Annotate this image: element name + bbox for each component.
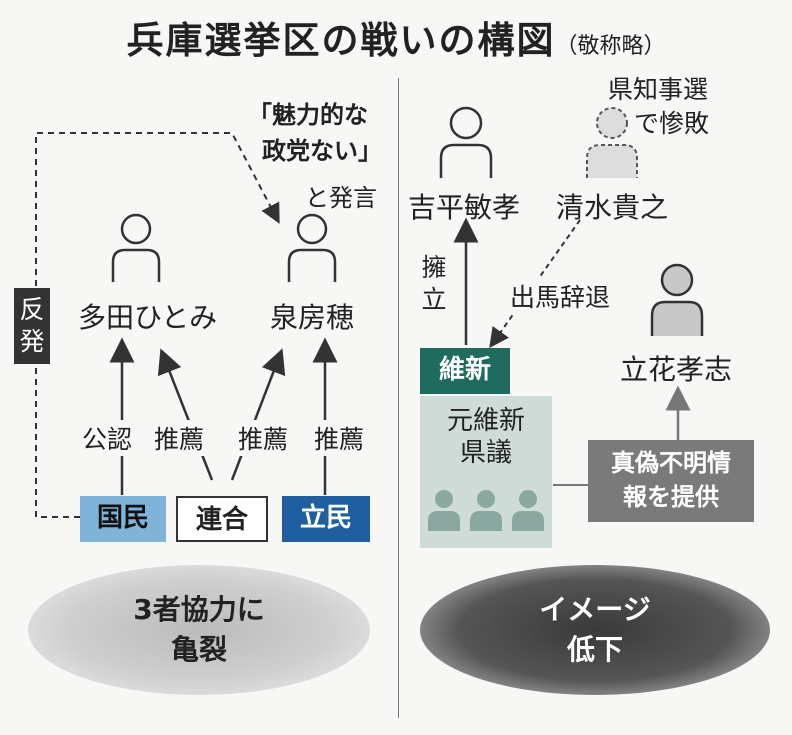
label-yoritsu: 擁立 [421, 253, 447, 314]
candidate-izumi: 泉房穂 [270, 301, 355, 334]
party-rikken: 立民 [282, 496, 370, 542]
people-icon-group [428, 490, 544, 531]
title-note: （敬称略） [555, 34, 666, 59]
former-assembly-box: 元維新 県議 [420, 396, 552, 548]
person-icon-yoshihira [439, 106, 493, 178]
hanpatsu-dashed-line [35, 132, 280, 518]
shimizu-note-line2: で惨敗 [634, 109, 710, 138]
panel-divider [398, 78, 399, 718]
party-rengo: 連合 [176, 496, 268, 542]
person-icon-shimizu [586, 107, 638, 178]
diagram-title: 兵庫選挙区の戦いの構図（敬称略） [0, 10, 792, 64]
person-icon-tada [111, 213, 161, 282]
candidate-yoshihira: 吉平敏孝 [408, 191, 521, 224]
hanpatsu-label: 反発 [14, 288, 50, 364]
candidate-tada: 多田ひとみ [78, 301, 218, 334]
person-icon-tachibana [650, 263, 704, 336]
person-icon-izumi [287, 213, 337, 282]
quote-suffix: と発言 [305, 184, 377, 212]
party-kokumin: 国民 [80, 496, 166, 542]
result-right-line1: イメージ [539, 593, 651, 626]
result-ellipse-right: イメージ 低下 [420, 565, 770, 695]
result-left-line2: 亀裂 [170, 633, 227, 666]
result-right-line2: 低下 [566, 633, 623, 666]
shimizu-note-line1: 県知事選 [608, 75, 709, 104]
former-line2: 県議 [459, 438, 512, 468]
result-left-line1: 3者協力に [133, 593, 265, 626]
label-suisen-2: 推薦 [236, 420, 291, 456]
fake-info-box: 真偽不明情 報を提供 [588, 440, 754, 522]
label-kounin: 公認 [80, 420, 135, 456]
fake-info-line1: 真偽不明情 [611, 449, 731, 477]
quote-line1: 「魅力的な [248, 101, 368, 129]
candidate-shimizu: 清水貴之 [556, 191, 669, 224]
candidate-tachibana: 立花孝志 [620, 353, 733, 386]
fake-info-line2: 報を提供 [623, 483, 719, 511]
label-shutsuba-jitai: 出馬辞退 [508, 278, 613, 314]
quote-line2: 政党ない」 [262, 137, 382, 165]
label-suisen-1: 推薦 [152, 420, 207, 456]
result-ellipse-left: 3者協力に 亀裂 [28, 565, 370, 695]
hanpatsu-text: 反発 [19, 295, 45, 356]
former-line1: 元維新 [446, 406, 525, 436]
label-suisen-3: 推薦 [312, 420, 367, 456]
title-text: 兵庫選挙区の戦いの構図 [126, 19, 556, 62]
party-ishin: 維新 [420, 348, 510, 394]
